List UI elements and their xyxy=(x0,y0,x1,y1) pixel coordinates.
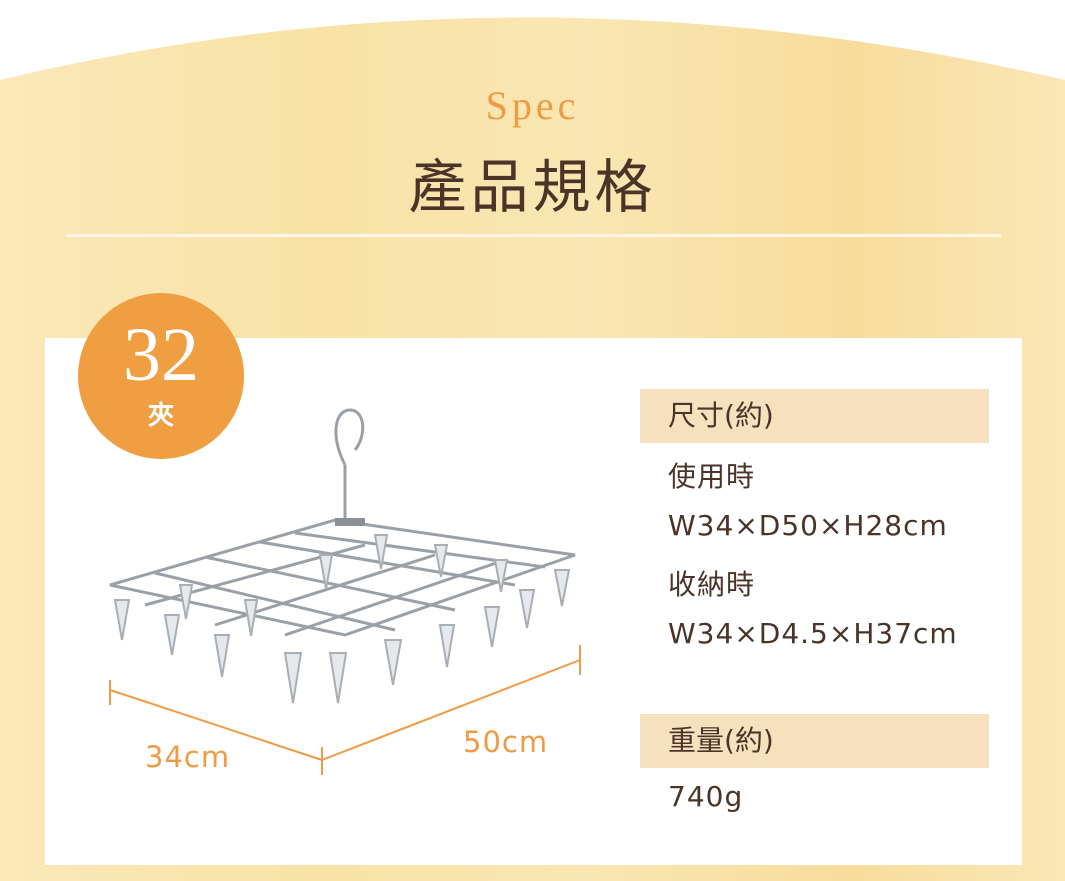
pin-hanger-rack-image xyxy=(109,408,581,775)
weight-header: 重量(約) xyxy=(640,714,989,768)
page-title: 產品規格 xyxy=(408,153,657,221)
clip-unit: 夾 xyxy=(147,401,174,431)
section-eyebrow: Spec xyxy=(485,83,580,128)
rack-clip xyxy=(335,518,365,526)
in-use-label: 使用時 xyxy=(668,460,756,493)
size-header: 尺寸(約) xyxy=(640,389,989,443)
weight-value: 740g xyxy=(668,780,744,813)
dimension-depth-label: 50cm xyxy=(463,725,549,759)
divider xyxy=(66,234,1001,237)
clip-count-badge: 32 夾 xyxy=(78,293,244,459)
dimension-width-label: 34cm xyxy=(145,740,231,774)
stored-label: 收納時 xyxy=(668,568,756,601)
in-use-value: W34×D50×H28cm xyxy=(668,509,948,542)
dimension-lines xyxy=(109,645,581,775)
stored-value: W34×D4.5×H37cm xyxy=(668,617,958,650)
clip-count: 32 xyxy=(123,313,199,397)
